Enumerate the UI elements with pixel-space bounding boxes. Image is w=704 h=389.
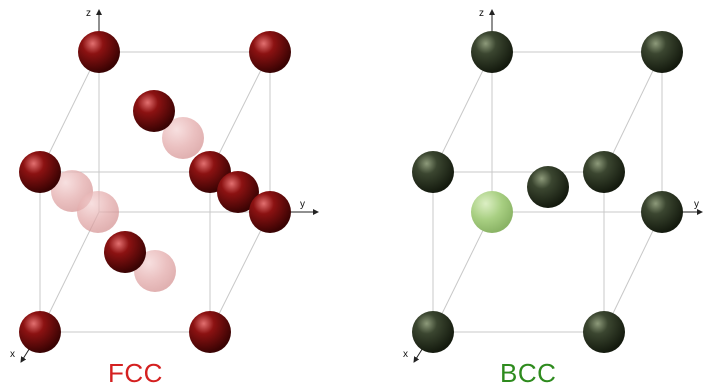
bcc-cube-edges xyxy=(432,51,663,333)
fcc-cube-edges xyxy=(39,51,271,333)
fcc-corner-atom xyxy=(249,31,291,73)
fcc-z-label: z xyxy=(86,8,91,19)
fcc-y-label: y xyxy=(300,199,305,210)
fcc-corner-atom xyxy=(249,191,291,233)
bcc-body-center-atom xyxy=(527,166,569,208)
fcc-bottom-back-atom xyxy=(77,191,119,233)
bcc-corner-atom xyxy=(412,151,454,193)
bcc-x-label: x xyxy=(403,349,408,360)
bcc-unit-cell: z y x xyxy=(403,8,703,363)
fcc-right-face-atom xyxy=(217,171,259,213)
bcc-caption: BCC xyxy=(500,358,557,388)
bcc-y-label: y xyxy=(694,199,699,210)
fcc-corner-atom xyxy=(19,151,61,193)
bcc-corner-atom xyxy=(412,311,454,353)
fcc-x-label: x xyxy=(10,349,15,360)
bcc-corner-atom xyxy=(583,151,625,193)
fcc-back-face-atom xyxy=(162,117,204,159)
fcc-bottom-face-atom xyxy=(134,250,176,292)
bcc-z-label: z xyxy=(479,8,484,19)
bcc-corner-atom xyxy=(641,31,683,73)
fcc-corner-atom xyxy=(19,311,61,353)
bcc-back-corner-atom xyxy=(471,191,513,233)
bcc-corner-atom xyxy=(583,311,625,353)
fcc-caption: FCC xyxy=(108,358,163,388)
bcc-corner-atom xyxy=(641,191,683,233)
fcc-unit-cell: z y x xyxy=(10,8,319,363)
fcc-front-face-atom xyxy=(104,231,146,273)
fcc-corner-atom xyxy=(189,311,231,353)
bcc-corner-atom xyxy=(471,31,513,73)
fcc-top-face-atom xyxy=(133,90,175,132)
fcc-corner-atom xyxy=(78,31,120,73)
